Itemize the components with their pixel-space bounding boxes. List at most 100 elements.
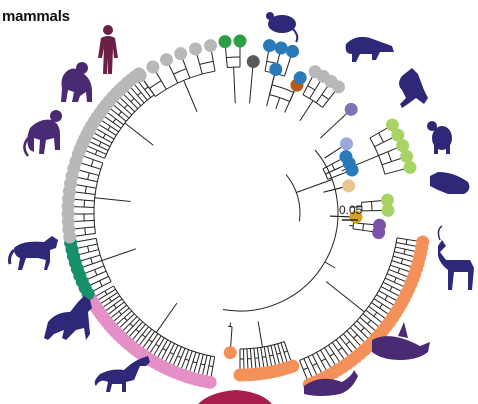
sub-arc [262,357,266,358]
tip-branch [115,106,129,118]
tip-branch [136,322,143,329]
tip-branch [326,359,331,368]
tip-branch [136,338,140,343]
tip-branch [207,370,208,376]
tip-branch [75,228,81,229]
tip-branch [117,320,121,324]
tip-branch [197,55,199,61]
tip-branch [274,345,277,355]
horse-icon [10,236,59,270]
tip-branch [278,54,279,60]
sub-arc [209,366,213,367]
tip-marker [160,53,173,66]
tip-marker [286,45,299,58]
tip-branch [402,274,408,276]
tip-branch [264,347,266,357]
sub-arc [108,126,110,130]
tip-branch [76,235,86,236]
sub-arc [193,362,197,363]
tip-branch [116,119,124,125]
tip-branch [96,291,105,296]
sub-arc [374,312,377,316]
tip-marker [400,150,413,163]
sub-arc [149,81,161,89]
tip-branch [88,146,93,148]
tip-branch [76,185,82,186]
tip-marker [294,71,307,84]
clade-stem [234,67,236,103]
clade-arc [353,223,354,229]
scale-bar-label: 0.05 [339,203,363,217]
tip-branch [89,250,99,253]
tip-branch [322,100,328,108]
tip-branch [354,324,361,331]
tip-marker [234,369,247,382]
koala-icon [427,121,452,154]
tip-marker [345,103,358,116]
tip-branch [89,173,99,176]
sub-arc [303,368,308,370]
tip-branch [211,367,213,377]
clade-stem [156,303,177,332]
tip-branch [257,348,259,366]
sub-arc [91,160,93,167]
tip-branch [390,265,399,268]
tip-branch [134,98,141,105]
tip-branch [89,261,102,266]
sub-arc [119,311,122,314]
tip-branch [379,128,388,133]
tip-branch [332,342,338,350]
tip-branch [385,171,399,175]
tip-branch [389,269,402,274]
human-icon [98,25,118,74]
sub-arc [284,351,288,352]
tip-branch [367,231,373,232]
tip-branch [90,271,107,278]
tip-branch [80,207,94,208]
tip-marker [132,67,145,80]
platypus-icon [430,172,469,194]
sub-arc [380,304,383,308]
sub-arc [124,318,127,321]
tip-branch [231,327,232,337]
tip-marker [332,80,345,93]
sub-arc [185,359,189,360]
tip-branch [361,331,368,338]
tip-branch [270,85,272,95]
tip-branch [407,239,417,241]
sub-arc [270,355,274,356]
tip-branch [95,155,104,159]
tip-branch [150,344,155,352]
tip-marker [189,42,202,55]
tip-branch [410,245,416,246]
clade-stem [95,198,131,202]
tip-branch [159,77,166,89]
sub-arc [109,298,111,301]
tip-branch [266,357,268,367]
tip-marker [404,161,417,174]
tip-branch [199,61,203,75]
tip-branch [247,349,248,367]
red-mammal-icon [198,390,272,404]
tip-branch [371,327,376,331]
tip-branch [336,357,339,362]
sub-arc [124,105,127,108]
sub-arc [321,359,325,361]
sub-arc [272,85,294,92]
stalk-branch [296,179,332,192]
tip-branch [106,118,121,128]
tip-branch [325,348,335,363]
tip-branch [158,352,161,357]
tip-branch [308,357,312,366]
sub-arc [277,353,281,354]
tip-branch [226,48,227,58]
tip-branch [80,170,90,173]
tip-branch [363,314,371,320]
tip-branch [333,147,341,152]
tip-branch [125,96,138,109]
tip-branch [92,138,101,143]
tip-branch [277,354,280,364]
tip-branch [94,133,99,136]
tip-branch [371,320,379,326]
tip-branch [90,283,95,286]
